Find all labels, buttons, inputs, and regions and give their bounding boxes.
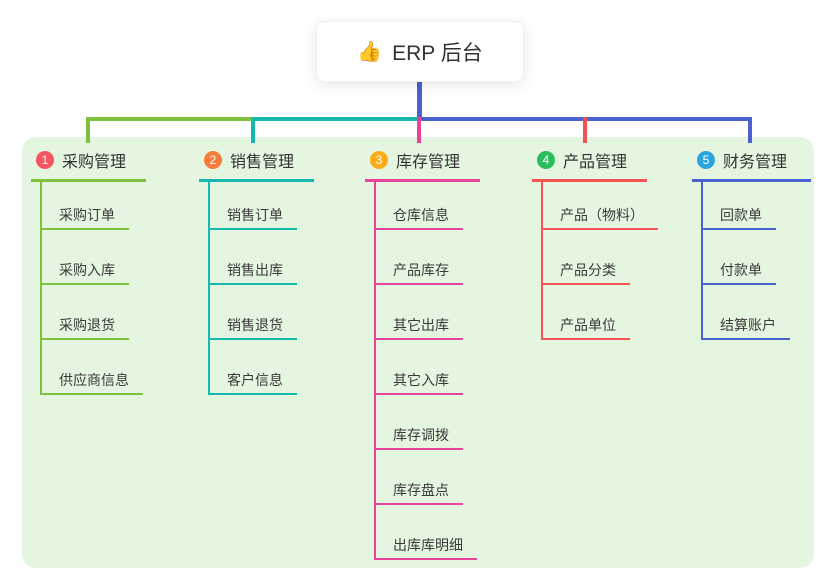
branch-item-label: 仓库信息 xyxy=(376,205,463,230)
branch-item-label: 库存调拨 xyxy=(376,425,463,450)
branch-item-label: 产品分类 xyxy=(543,260,630,285)
branch-number-badge: 1 xyxy=(36,151,54,169)
branch-item-label: 付款单 xyxy=(703,260,776,285)
branch-item-label: 出库库明细 xyxy=(376,535,477,560)
branch-item[interactable]: 产品分类 xyxy=(543,230,647,285)
branch-item[interactable]: 销售出库 xyxy=(210,230,314,285)
branch-number-badge: 5 xyxy=(697,151,715,169)
branch-item-list: 仓库信息 产品库存 其它出库 其它入库 库存调拨 库存盘点 出库库明细 xyxy=(374,182,480,560)
branch-item-label: 客户信息 xyxy=(210,370,297,395)
branch-item[interactable]: 仓库信息 xyxy=(376,182,480,230)
branch-header[interactable]: 2 销售管理 xyxy=(199,148,314,182)
branch-item-label: 采购订单 xyxy=(42,205,129,230)
branch-item[interactable]: 客户信息 xyxy=(210,340,314,395)
branch-item[interactable]: 回款单 xyxy=(703,182,811,230)
branch-label: 产品管理 xyxy=(563,154,628,171)
branch-item[interactable]: 采购订单 xyxy=(42,182,146,230)
branch-item-list: 回款单 付款单 结算账户 xyxy=(701,182,811,340)
branch-column: 4 产品管理 产品（物料） 产品分类 产品单位 xyxy=(532,148,658,340)
branch-item[interactable]: 产品单位 xyxy=(543,285,647,340)
branch-item-list: 产品（物料） 产品分类 产品单位 xyxy=(541,182,658,340)
branch-column: 2 销售管理 销售订单 销售出库 销售退货 客户信息 xyxy=(199,148,314,395)
branch-item-label: 产品（物料） xyxy=(543,205,658,230)
branch-number-badge: 3 xyxy=(370,151,388,169)
branch-item[interactable]: 采购入库 xyxy=(42,230,146,285)
branch-item[interactable]: 付款单 xyxy=(703,230,811,285)
root-node-label: ERP 后台 xyxy=(392,41,483,65)
branch-label: 库存管理 xyxy=(396,154,461,171)
thumbs-up-icon: 👍 xyxy=(357,40,383,63)
branch-label: 财务管理 xyxy=(723,154,788,171)
branch-item[interactable]: 销售订单 xyxy=(210,182,314,230)
branch-item-list: 采购订单 采购入库 采购退货 供应商信息 xyxy=(40,182,146,395)
branch-header[interactable]: 4 产品管理 xyxy=(532,148,647,182)
branch-item-label: 采购入库 xyxy=(42,260,129,285)
branch-item[interactable]: 供应商信息 xyxy=(42,340,146,395)
branch-item[interactable]: 出库库明细 xyxy=(376,505,480,560)
branch-item-label: 销售出库 xyxy=(210,260,297,285)
branch-label: 采购管理 xyxy=(62,154,127,171)
branch-item[interactable]: 销售退货 xyxy=(210,285,314,340)
branch-item-label: 其它入库 xyxy=(376,370,463,395)
branch-item-label: 销售退货 xyxy=(210,315,297,340)
branch-item-label: 供应商信息 xyxy=(42,370,143,395)
branch-number-badge: 2 xyxy=(204,151,222,169)
branch-item-label: 回款单 xyxy=(703,205,776,230)
branch-item-list: 销售订单 销售出库 销售退货 客户信息 xyxy=(208,182,314,395)
branch-item[interactable]: 其它出库 xyxy=(376,285,480,340)
branch-item[interactable]: 库存盘点 xyxy=(376,450,480,505)
branch-item-label: 产品库存 xyxy=(376,260,463,285)
branch-header[interactable]: 3 库存管理 xyxy=(365,148,480,182)
branch-header[interactable]: 1 采购管理 xyxy=(31,148,146,182)
branch-item[interactable]: 其它入库 xyxy=(376,340,480,395)
branch-item[interactable]: 库存调拨 xyxy=(376,395,480,450)
branches-panel: 1 采购管理 采购订单 采购入库 采购退货 供应商信息 2 销售管理 销售订单 … xyxy=(22,137,814,568)
root-node[interactable]: 👍 ERP 后台 xyxy=(316,21,524,82)
branch-item-label: 采购退货 xyxy=(42,315,129,340)
branch-item[interactable]: 产品（物料） xyxy=(543,182,658,230)
branch-item-label: 库存盘点 xyxy=(376,480,463,505)
branch-column: 1 采购管理 采购订单 采购入库 采购退货 供应商信息 xyxy=(31,148,146,395)
branch-item-label: 结算账户 xyxy=(703,315,790,340)
branch-item-label: 产品单位 xyxy=(543,315,630,340)
branch-item-label: 销售订单 xyxy=(210,205,297,230)
branch-item[interactable]: 采购退货 xyxy=(42,285,146,340)
branch-item[interactable]: 结算账户 xyxy=(703,285,811,340)
branch-number-badge: 4 xyxy=(537,151,555,169)
branch-column: 3 库存管理 仓库信息 产品库存 其它出库 其它入库 库存调拨 库存盘点 出库库… xyxy=(365,148,480,560)
branch-column: 5 财务管理 回款单 付款单 结算账户 xyxy=(692,148,811,340)
branch-header[interactable]: 5 财务管理 xyxy=(692,148,811,182)
branch-item-label: 其它出库 xyxy=(376,315,463,340)
branch-item[interactable]: 产品库存 xyxy=(376,230,480,285)
branch-label: 销售管理 xyxy=(230,154,295,171)
